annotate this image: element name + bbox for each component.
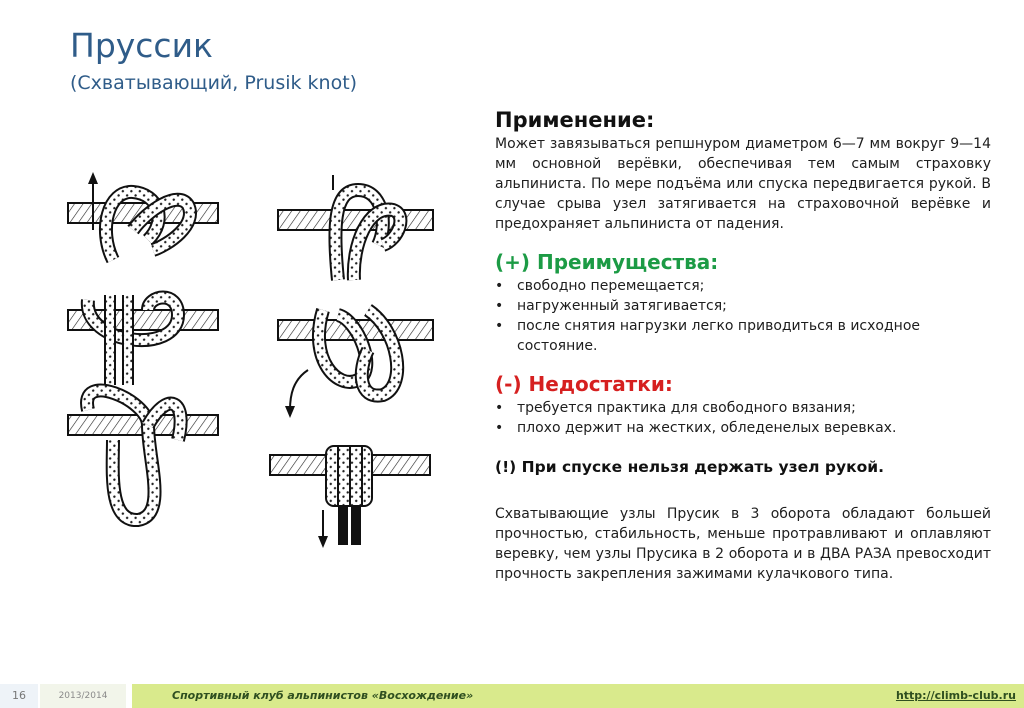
application-heading: Применение: bbox=[495, 108, 655, 132]
knot-step-1 bbox=[67, 172, 219, 264]
bullet-icon: • bbox=[495, 318, 504, 334]
knot-illustrations bbox=[67, 172, 434, 548]
page-title: Пруссик bbox=[70, 26, 213, 65]
knot-step-3 bbox=[67, 383, 219, 527]
list-item: •требуется практика для свободного вязан… bbox=[495, 400, 856, 416]
cons-heading: (-) Недостатки: bbox=[495, 372, 673, 396]
club-link[interactable]: http://climb-club.ru bbox=[895, 689, 1016, 702]
footer-year: 2013/2014 bbox=[40, 684, 126, 708]
content-column: Применение: Может завязываться репшнуром… bbox=[495, 108, 991, 584]
list-item: •свободно перемещается; bbox=[495, 278, 705, 294]
list-item: •после снятия нагрузки легко приводиться… bbox=[495, 318, 920, 354]
application-text: Может завязываться репшнуром диаметром 6… bbox=[495, 136, 991, 232]
knot-step-5 bbox=[277, 304, 434, 418]
knot-step-4 bbox=[277, 175, 434, 281]
page-number: 16 bbox=[0, 684, 38, 708]
knot-step-2 bbox=[67, 290, 219, 385]
pros-heading: (+) Преимущества: bbox=[495, 250, 719, 274]
club-name: Спортивный клуб альпинистов «Восхождение… bbox=[172, 689, 474, 702]
cons-list: •требуется практика для свободного вязан… bbox=[495, 398, 991, 438]
footer-bar: Спортивный клуб альпинистов «Восхождение… bbox=[132, 684, 1024, 708]
note-text: Схватывающие узлы Прусик в 3 оборота обл… bbox=[495, 506, 991, 582]
bullet-icon: • bbox=[495, 278, 504, 294]
page-subtitle: (Схватывающий, Prusik knot) bbox=[70, 72, 358, 94]
list-item: •плохо держит на жестких, обледенелых ве… bbox=[495, 420, 897, 436]
pros-list: •свободно перемещается; •нагруженный зат… bbox=[495, 276, 991, 356]
warning-text: (!) При спуске нельзя держать узел рукой… bbox=[495, 458, 884, 476]
list-item: •нагруженный затягивается; bbox=[495, 298, 727, 314]
bullet-icon: • bbox=[495, 400, 504, 416]
bullet-icon: • bbox=[495, 298, 504, 314]
footer: 16 2013/2014 Спортивный клуб альпинистов… bbox=[0, 684, 1024, 708]
knot-step-6 bbox=[269, 445, 431, 548]
bullet-icon: • bbox=[495, 420, 504, 436]
